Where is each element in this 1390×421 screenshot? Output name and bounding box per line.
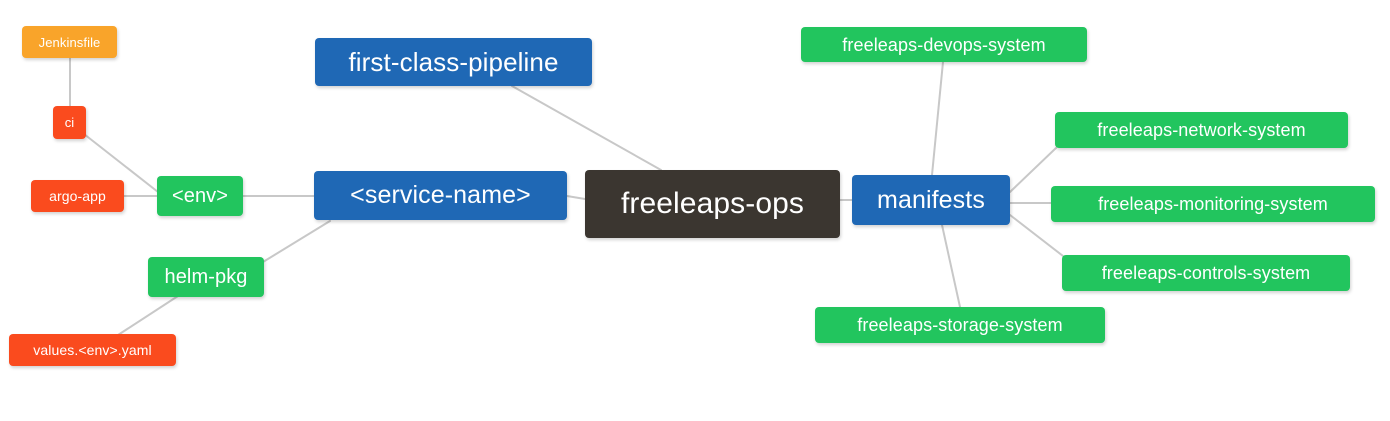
edge-service-name-to-freeleaps-ops bbox=[566, 195, 586, 200]
edge-service-name-to-helm-pkg bbox=[262, 220, 331, 263]
mindmap-node-service-name[interactable]: <service-name> bbox=[314, 171, 567, 220]
edge-manifests-to-freeleaps-network-system bbox=[1009, 147, 1057, 193]
edge-first-class-pipeline-to-freeleaps-ops bbox=[511, 85, 662, 171]
mindmap-node-freeleaps-controls-system[interactable]: freeleaps-controls-system bbox=[1062, 255, 1350, 291]
mindmap-node-jenkinsfile[interactable]: Jenkinsfile bbox=[22, 26, 117, 58]
mindmap-node-first-class-pipeline[interactable]: first-class-pipeline bbox=[315, 38, 592, 86]
mindmap-node-freeleaps-devops-system[interactable]: freeleaps-devops-system bbox=[801, 27, 1087, 62]
mindmap-node-freeleaps-network-system[interactable]: freeleaps-network-system bbox=[1055, 112, 1348, 148]
edge-manifests-to-freeleaps-controls-system bbox=[1009, 214, 1064, 257]
edge-manifests-to-freeleaps-storage-system bbox=[941, 224, 961, 308]
mindmap-node-manifests[interactable]: manifests bbox=[852, 175, 1010, 225]
edge-manifests-to-freeleaps-devops-system bbox=[931, 61, 944, 176]
mindmap-node-helm-pkg[interactable]: helm-pkg bbox=[148, 257, 264, 297]
mindmap-node-freeleaps-monitoring-system[interactable]: freeleaps-monitoring-system bbox=[1051, 186, 1375, 222]
mindmap-node-ci[interactable]: ci bbox=[53, 106, 86, 139]
edge-helm-pkg-to-values-yaml bbox=[117, 295, 179, 336]
mindmap-node-values-yaml[interactable]: values.<env>.yaml bbox=[9, 334, 176, 366]
mindmap-node-freeleaps-storage-system[interactable]: freeleaps-storage-system bbox=[815, 307, 1105, 343]
mindmap-node-freeleaps-ops[interactable]: freeleaps-ops bbox=[585, 170, 840, 238]
mindmap-node-argo-app[interactable]: argo-app bbox=[31, 180, 124, 212]
mindmap-node-env[interactable]: <env> bbox=[157, 176, 243, 216]
edge-ci-to-env bbox=[83, 133, 159, 193]
